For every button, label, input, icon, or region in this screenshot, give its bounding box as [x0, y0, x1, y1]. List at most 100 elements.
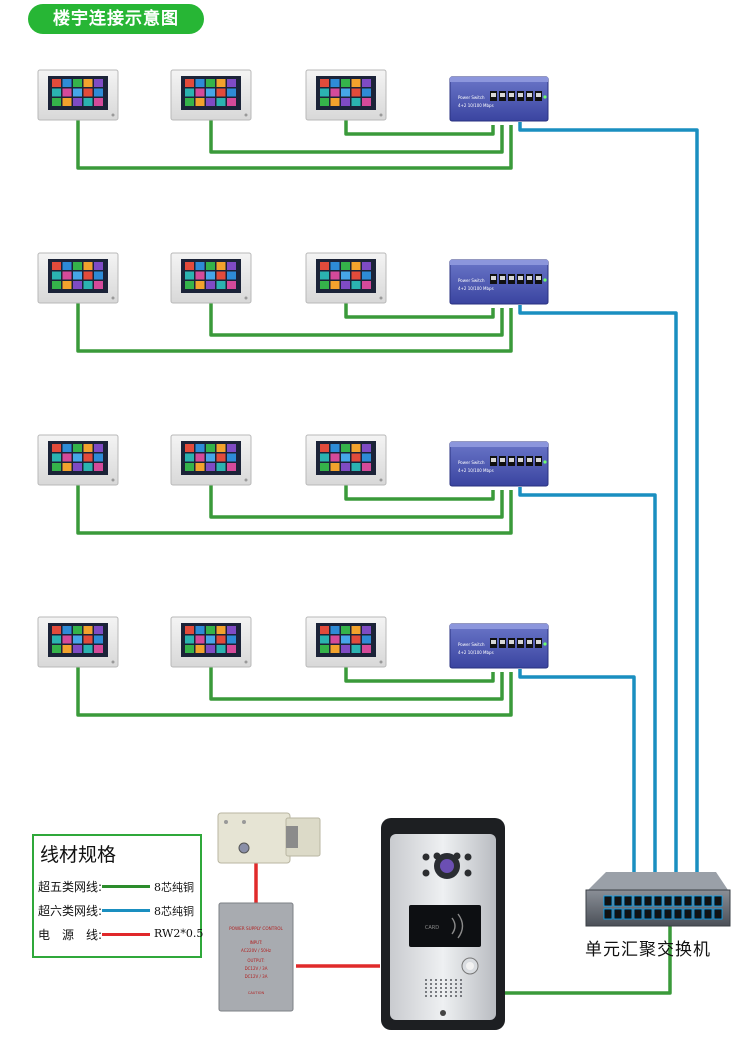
speaker-grille-hole [455, 991, 457, 993]
legend-line-cat5 [102, 885, 150, 888]
monitor-app-tile [227, 645, 236, 653]
poe-switch-led [543, 95, 547, 99]
legend-spec-cat5: 8芯纯铜 [154, 881, 194, 894]
indoor-monitor-floor4-3 [305, 616, 387, 668]
rfid-wave-icon [451, 913, 464, 939]
monitor-app-tile [52, 281, 61, 289]
aggregation-switch-port [693, 895, 703, 907]
monitor-app-tile [52, 98, 61, 106]
monitor-app-tile [73, 463, 82, 471]
card-reader-label: CARD [425, 925, 439, 931]
poe-switch-top [450, 624, 548, 629]
monitor-app-tile [216, 645, 226, 653]
speaker-grille-hole [430, 983, 432, 985]
speaker-grille-hole [450, 987, 452, 989]
aggregation-switch-port [613, 908, 623, 920]
monitor-app-tile [362, 271, 371, 280]
monitor-app-tile [216, 88, 226, 97]
monitor-app-tile [94, 645, 103, 653]
poe-switch-port-pin [518, 640, 523, 644]
ir-led [453, 852, 461, 860]
indoor-monitor-floor4-1 [37, 616, 119, 668]
aggregation-switch-port [663, 908, 673, 920]
indoor-monitor-floor3-3 [305, 434, 387, 486]
speaker-grille-hole [435, 983, 437, 985]
monitor-app-tile [195, 463, 205, 471]
poe-switch-led [543, 278, 547, 282]
psu-label: POWER SUPPLY CONTROL [229, 926, 283, 931]
monitor-app-tile [341, 645, 350, 653]
monitor-app-tile [330, 98, 340, 106]
monitor-led [379, 113, 383, 117]
aggregation-switch-port [693, 908, 703, 920]
monitor-app-tile [62, 645, 72, 653]
monitor-app-tile [351, 79, 361, 87]
monitor-app-tile [362, 645, 371, 653]
monitor-app-tile [320, 626, 329, 634]
poe-switch-port-pin [518, 276, 523, 280]
poe-switch-spec: 4+2 10/100 Mbps [458, 650, 494, 655]
speaker-grille-hole [440, 991, 442, 993]
monitor-app-tile [62, 79, 72, 87]
monitor-app-tile [94, 262, 103, 270]
monitor-app-tile [341, 626, 350, 634]
cat6-uplink-floor2 [518, 305, 678, 900]
monitor-app-tile [206, 626, 215, 634]
speaker-grille-hole [435, 995, 437, 997]
speaker-grille-hole [460, 995, 462, 997]
poe-switch-port-pin [536, 640, 541, 644]
monitor-app-tile [62, 88, 72, 97]
monitor-app-tile [216, 635, 226, 644]
monitor-app-tile [362, 79, 371, 87]
monitor-app-tile [330, 626, 340, 634]
speaker-grille-hole [425, 979, 427, 981]
monitor-app-tile [206, 271, 215, 280]
monitor-app-tile [94, 626, 103, 634]
aggregation-switch-port [713, 895, 723, 907]
monitor-app-tile [206, 463, 215, 471]
aggregation-switch-port [673, 895, 683, 907]
speaker-grille-hole [425, 983, 427, 985]
cat6-uplink-floor1 [518, 122, 699, 900]
lock-latch [286, 826, 298, 848]
poe-switch-led [543, 460, 547, 464]
monitor-app-tile [195, 281, 205, 289]
poe-switch-port-pin [491, 458, 496, 462]
monitor-app-tile [83, 645, 93, 653]
aggregation-switch-port [663, 895, 673, 907]
poe-switch-port-pin [536, 93, 541, 97]
monitor-app-tile [320, 271, 329, 280]
indoor-monitor-floor4-2 [170, 616, 252, 668]
speaker-grille-hole [455, 987, 457, 989]
monitor-app-tile [341, 281, 350, 289]
speaker-grille-hole [440, 987, 442, 989]
monitor-app-tile [206, 98, 215, 106]
monitor-app-tile [185, 626, 194, 634]
poe-switch-top [450, 77, 548, 82]
monitor-app-tile [351, 444, 361, 452]
monitor-app-tile [206, 444, 215, 452]
monitor-app-tile [216, 453, 226, 462]
speaker-grille-hole [460, 991, 462, 993]
aggregation-switch-port [683, 895, 693, 907]
monitor-app-tile [351, 98, 361, 106]
speaker-grille-hole [455, 983, 457, 985]
speaker-grille-hole [445, 983, 447, 985]
speaker-grille-hole [430, 979, 432, 981]
aggregation-switch-port [613, 895, 623, 907]
aggregation-switch-port [633, 895, 643, 907]
monitor-app-tile [227, 98, 236, 106]
monitor-app-tile [83, 453, 93, 462]
monitor-app-tile [320, 453, 329, 462]
monitor-app-tile [341, 453, 350, 462]
monitor-app-tile [73, 645, 82, 653]
monitor-app-tile [216, 271, 226, 280]
monitor-app-tile [73, 453, 82, 462]
cat5-cable-floor2-2 [209, 303, 504, 337]
monitor-app-tile [83, 271, 93, 280]
monitor-app-tile [94, 453, 103, 462]
monitor-app-tile [351, 463, 361, 471]
cat5-cable-floor3-2 [209, 485, 504, 519]
